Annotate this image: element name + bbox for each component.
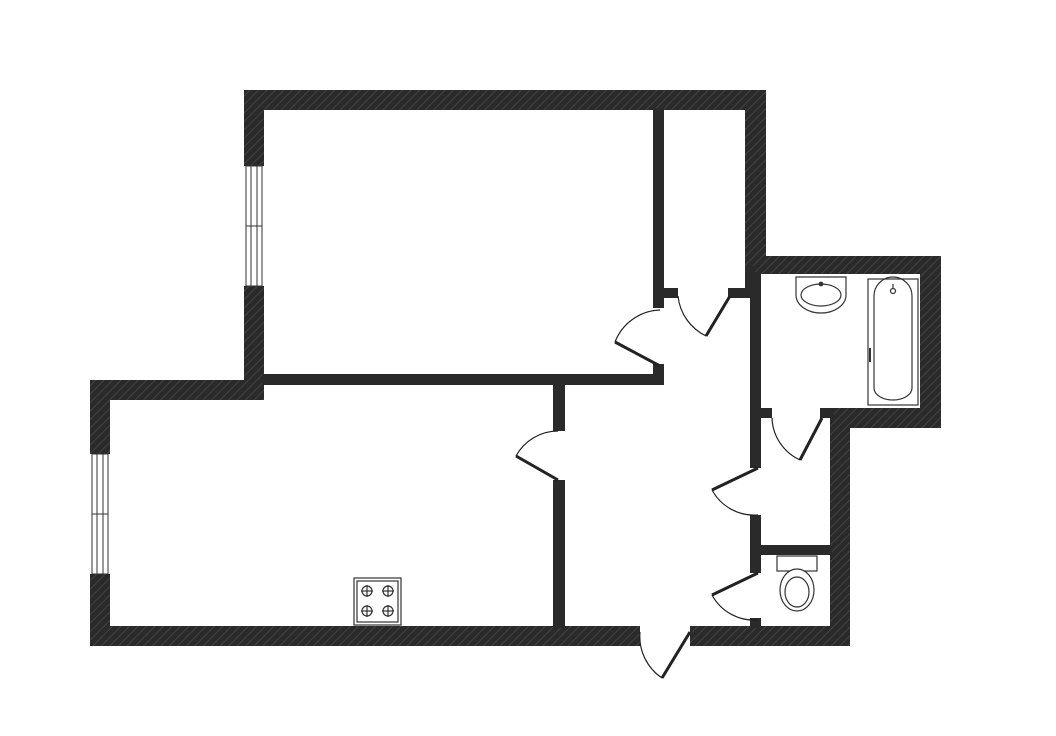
interior-walls [262,108,834,628]
wall-toilet-right [830,408,850,646]
kitchen-window [91,453,109,575]
exterior-walls [90,90,941,646]
wall-bath-storage-left [758,408,772,418]
bathroom-door [711,466,759,516]
wall-bottom-left [90,626,640,646]
wall-kitchen-left-upper [90,380,110,454]
doors [515,295,824,679]
wall-closet-right [745,90,766,268]
wall-bedroom-left-upper [244,90,264,166]
windows [91,165,263,575]
wall-bath-right [920,256,941,428]
wall-kitchen-hall-upper [553,383,565,431]
wall-closet-bottom-left [662,288,678,298]
wall-closet-right-lower [745,266,754,298]
bathtub-icon [867,276,919,406]
storage-door [771,417,824,461]
wall-hall-toilet-lower [750,618,761,628]
wall-closet-left-lower [653,364,664,384]
wall-bath-bottom [830,408,941,428]
wall-kitchen-left-lower [90,574,110,646]
wall-closet-bottom-right [728,288,752,298]
wall-kitchen-top [90,380,264,400]
wall-bedroom-kitchen [262,374,664,385]
wall-hall-storage [750,515,761,573]
bedroom-door [614,309,661,368]
wall-kitchen-hall-lower [553,480,565,628]
wall-hall-bath-1 [750,272,761,412]
wall-hall-bath-2 [750,410,761,468]
wall-closet-left-upper [653,108,664,308]
bedroom-window [245,165,263,287]
entrance-door [639,631,692,679]
kitchen-door [515,430,559,482]
stove-icon [353,577,402,626]
closet-door [677,295,732,337]
wall-bath-storage-right [820,408,834,418]
wall-storage-toilet [758,545,832,555]
toilet-door [711,571,759,621]
wall-top-bedroom [244,90,766,110]
wall-bedroom-left-lower [244,286,264,400]
sink-icon [795,276,847,314]
wall-bath-top [745,256,941,274]
toilet-icon [776,555,818,612]
wall-bottom-right [690,626,850,646]
